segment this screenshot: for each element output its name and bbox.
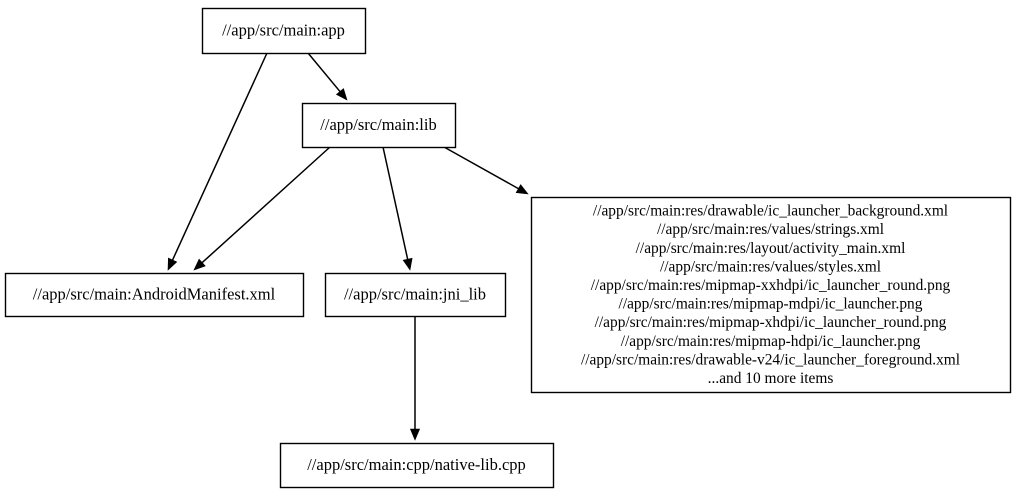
node-box-jni_lib[interactable] (324, 272, 507, 318)
node-res_group[interactable]: //app/src/main:res/drawable/ic_launcher_… (530, 196, 1012, 394)
edge-arrowhead (193, 258, 206, 271)
node-label-line: //app/src/main:res/values/styles.xml (660, 258, 881, 275)
node-label-jni_lib: //app/src/main:jni_lib (344, 284, 486, 303)
edge-arrowhead (402, 257, 413, 271)
node-label-native_lib: //app/src/main:cpp/native-lib.cpp (307, 455, 526, 474)
node-label-line: ...and 10 more items (708, 370, 834, 387)
edge-lib-to-res_group (443, 146, 529, 195)
node-label-manifest: //app/src/main:AndroidManifest.xml (33, 284, 276, 303)
nodes-layer: //app/src/main:app //app/src/main:lib //ap… (4, 7, 1012, 489)
edge-jni_lib-to-native_lib (409, 316, 421, 441)
edge-line (200, 146, 331, 265)
node-label-line: //app/src/main:res/drawable/ic_launcher_… (593, 203, 948, 220)
edge-arrowhead (409, 428, 421, 441)
node-label-line: //app/src/main:res/mipmap-xxhdpi/ic_laun… (591, 277, 951, 294)
node-label-line: //app/src/main:res/values/strings.xml (657, 221, 884, 238)
edge-app-to-lib (307, 52, 348, 101)
edges-layer (167, 52, 529, 441)
node-label-line: //app/src/main:res/drawable-v24/ic_launc… (581, 351, 960, 368)
node-native_lib[interactable]: //app/src/main:cpp/native-lib.cpp (279, 442, 555, 489)
node-label-app: //app/src/main:app (222, 20, 345, 39)
edge-lib-to-manifest (193, 146, 331, 271)
node-label-line: //app/src/main:res/mipmap-hdpi/ic_launch… (621, 333, 921, 350)
edge-lib-to-jni_lib (382, 146, 413, 271)
edge-line (307, 52, 342, 94)
edge-arrowhead (167, 257, 178, 271)
node-box-app[interactable] (201, 7, 367, 55)
node-box-lib[interactable] (301, 102, 457, 149)
node-app[interactable]: //app/src/main:app (201, 7, 367, 55)
edge-arrowhead (335, 88, 348, 101)
node-label-line: //app/src/main:res/mipmap-mdpi/ic_launch… (619, 296, 923, 313)
node-box-native_lib[interactable] (279, 442, 555, 489)
node-jni_lib[interactable]: //app/src/main:jni_lib (324, 272, 507, 318)
edge-app-to-manifest (167, 52, 268, 271)
edge-line (171, 52, 268, 263)
edge-line (443, 146, 521, 191)
node-manifest[interactable]: //app/src/main:AndroidManifest.xml (4, 272, 305, 318)
node-label-line: //app/src/main:res/mipmap-xhdpi/ic_launc… (595, 314, 947, 331)
node-label-res_group: //app/src/main:res/drawable/ic_launcher_… (581, 203, 960, 387)
node-label-lib: //app/src/main:lib (320, 115, 436, 134)
edge-arrowhead (515, 184, 529, 195)
node-label-line: //app/src/main:res/layout/activity_main.… (636, 240, 906, 257)
node-lib[interactable]: //app/src/main:lib (301, 102, 457, 149)
node-box-res_group[interactable] (530, 196, 1012, 394)
edge-line (382, 146, 409, 262)
node-box-manifest[interactable] (4, 272, 305, 318)
